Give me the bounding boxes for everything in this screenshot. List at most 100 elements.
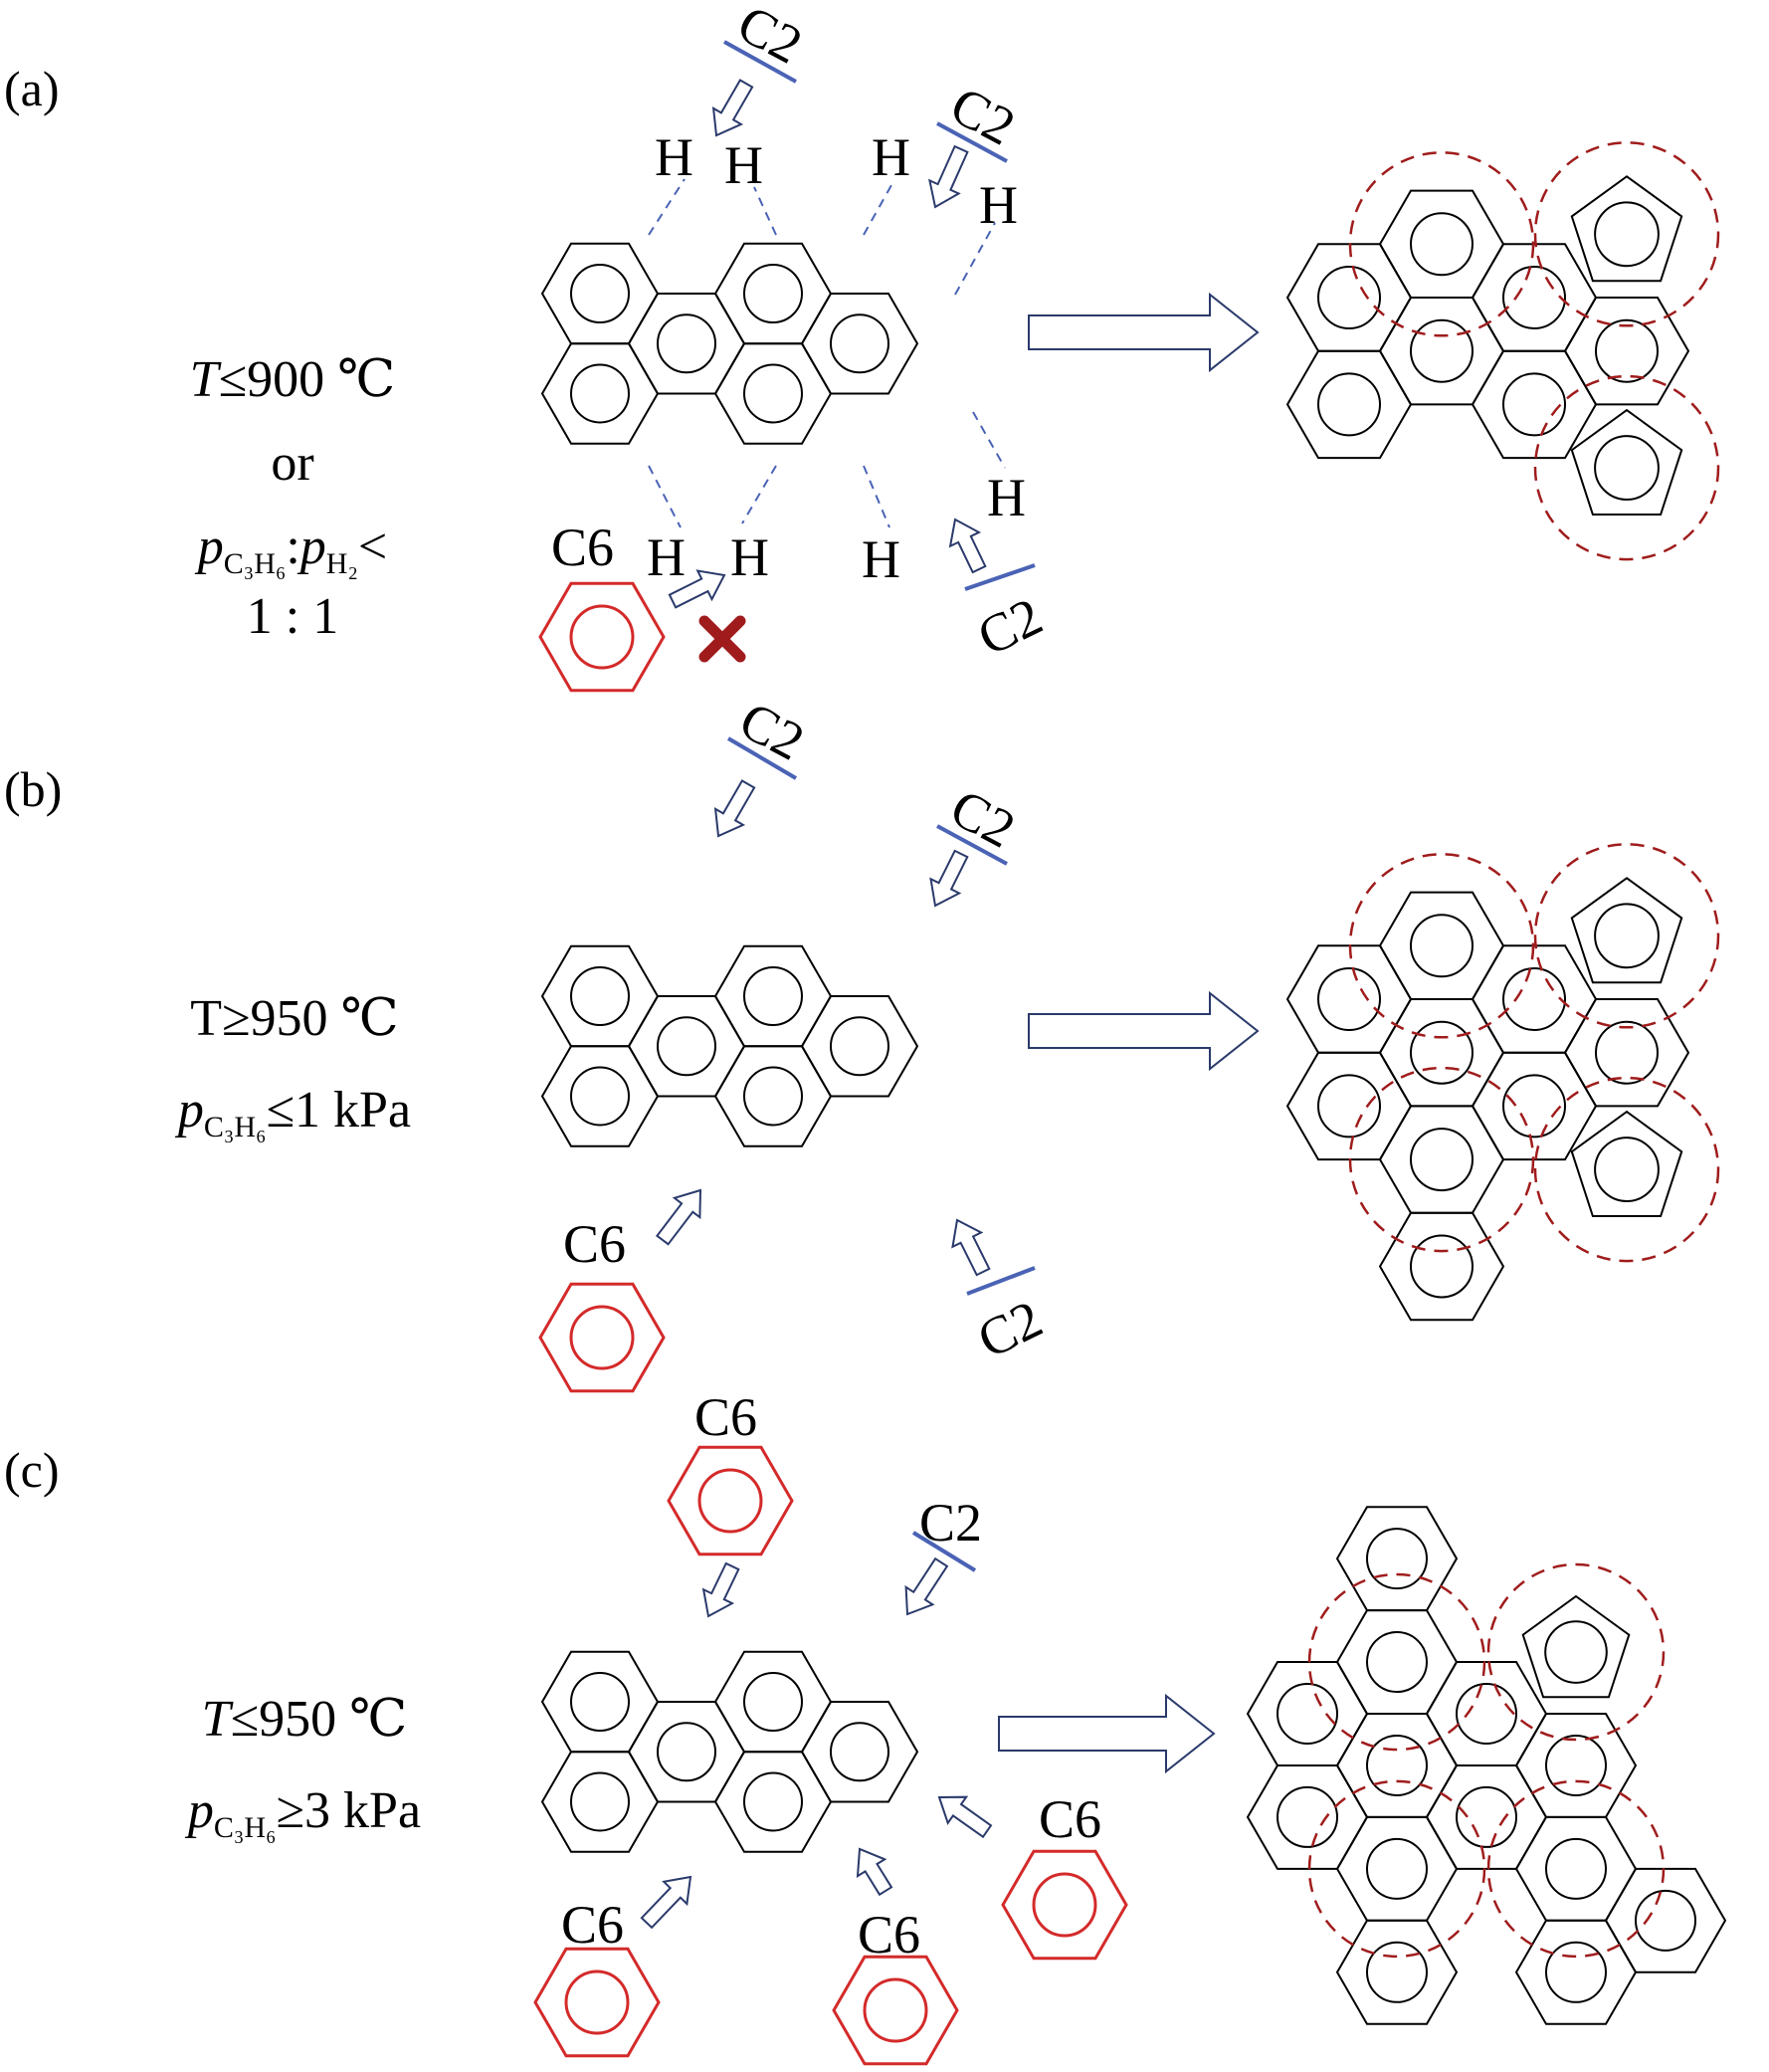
panel-b-condition-temperature: T≥950 ℃ <box>190 990 398 1047</box>
ring-circle <box>1545 1734 1607 1796</box>
ring-circle <box>1595 318 1659 383</box>
panel-b-product <box>1285 843 1720 1322</box>
aromatic-ring <box>1378 1211 1505 1322</box>
aromatic-ring <box>800 995 919 1098</box>
hydrogen-label: H <box>987 468 1026 527</box>
attack-arrow <box>701 1561 740 1618</box>
panel-a-product <box>1285 141 1720 561</box>
aromatic-ring <box>627 1701 746 1803</box>
c6-label: C6 <box>1039 1789 1101 1849</box>
ring-circle <box>1032 1872 1097 1938</box>
pentagon-ring <box>1570 877 1683 984</box>
ring-circle <box>1456 1785 1517 1848</box>
panel-c-attack-arrows <box>640 1556 993 1930</box>
aromatic-ring <box>832 1955 959 2066</box>
aromatic-ring <box>1378 1105 1505 1214</box>
aromatic-ring <box>1425 1661 1548 1766</box>
aromatic-ring <box>1378 998 1505 1108</box>
ring-circle <box>697 1468 763 1534</box>
ring-circle <box>1410 212 1474 277</box>
panel-a-ch-bonds <box>648 178 1006 528</box>
ring-circle <box>1502 372 1566 437</box>
aromatic-ring <box>1563 297 1690 406</box>
ring-circle <box>1277 1683 1338 1745</box>
hydrogen-label: H <box>730 527 769 587</box>
panel-b: (b) T≥950 ℃ pC₃H₆≤1 kPa C2 C2 C2 C6 <box>4 690 1720 1393</box>
aromatic-ring <box>540 342 660 445</box>
new-ring-highlight <box>1348 853 1535 1039</box>
ring-circle <box>1544 1620 1608 1684</box>
c2-unit: C2 <box>726 690 814 780</box>
aromatic-ring <box>538 1282 666 1393</box>
panel-a-condition-temperature: T≤900 ℃ <box>190 351 396 408</box>
aromatic-ring <box>1471 243 1598 352</box>
aromatic-ring <box>1471 349 1598 460</box>
panel-a-attack-arrows <box>668 79 987 609</box>
ring-circle <box>743 966 803 1026</box>
ring-circle <box>1317 967 1381 1031</box>
aromatic-ring <box>1285 1051 1413 1161</box>
reaction-arrow <box>1028 292 1260 373</box>
aromatic-ring <box>800 293 919 395</box>
new-ring-highlight <box>1348 151 1535 337</box>
ring-circle <box>1545 1837 1607 1900</box>
svg-text:C2: C2 <box>730 690 814 772</box>
new-ring-highlight <box>1307 1572 1486 1752</box>
c2-unit: C2 <box>723 0 812 84</box>
svg-text:C2: C2 <box>968 1289 1051 1370</box>
ring-circle <box>1410 1020 1474 1085</box>
aromatic-ring <box>1001 1849 1128 1961</box>
aromatic-ring <box>1246 1764 1369 1870</box>
ring-circle <box>570 1066 630 1127</box>
aromatic-ring <box>540 242 660 345</box>
c2-unit: C2 <box>911 1493 982 1572</box>
panel-b-label: (b) <box>4 761 62 817</box>
panel-c-aromatic-core <box>540 1650 919 1853</box>
new-ring-highlight <box>1533 374 1720 561</box>
hydrogen-label: H <box>647 527 686 587</box>
ring-circle <box>743 1771 803 1832</box>
ring-circle <box>1502 1074 1566 1139</box>
pentagon-ring <box>1570 1110 1683 1217</box>
ring-circle <box>1366 1837 1428 1900</box>
attack-arrow <box>904 1556 949 1616</box>
aromatic-ring <box>1425 1764 1548 1870</box>
aromatic-ring <box>1335 1919 1459 2025</box>
ring-circle <box>570 966 630 1026</box>
attack-arrow <box>998 1693 1216 1774</box>
new-ring-highlight <box>1533 141 1720 327</box>
svg-text:C2: C2 <box>728 0 812 76</box>
ring-circle <box>743 264 803 323</box>
aromatic-ring <box>713 1751 833 1853</box>
new-ring-highlight <box>1348 1066 1535 1253</box>
panel-a-hydrogen-labels: H H H H H H H H <box>647 127 1026 589</box>
attack-arrow <box>951 1218 991 1277</box>
aromatic-ring <box>1285 944 1413 1054</box>
new-ring-highlight <box>1533 843 1720 1029</box>
aromatic-ring <box>538 581 666 693</box>
ring-circle <box>657 1722 716 1782</box>
attack-arrow <box>929 849 969 908</box>
c6-benzene-icon <box>538 581 666 693</box>
aromatic-ring <box>1604 1867 1727 1973</box>
hydrogen-label: H <box>872 127 910 187</box>
ring-circle <box>1317 1074 1381 1139</box>
ring-circle <box>1410 318 1474 383</box>
panel-c-condition-temperature: T≤950 ℃ <box>202 1691 408 1748</box>
new-ring-highlight <box>1486 1562 1666 1742</box>
attack-arrow <box>928 144 969 209</box>
aromatic-ring <box>533 1947 661 2058</box>
attack-arrow <box>1028 292 1260 373</box>
ring-circle <box>830 1722 889 1782</box>
hydrogen-label: H <box>862 529 900 589</box>
panel-a-condition-value: 1 : 1 <box>247 588 338 645</box>
aromatic-ring <box>1335 1609 1459 1715</box>
aromatic-ring <box>1335 1815 1459 1922</box>
aromatic-ring <box>540 944 660 1048</box>
ring-circle <box>657 1016 716 1077</box>
aromatic-ring <box>713 342 833 445</box>
aromatic-ring <box>1285 243 1413 352</box>
aromatic-ring <box>1335 1713 1459 1818</box>
c6-label: C6 <box>694 1387 757 1447</box>
aromatic-ring <box>1246 1661 1369 1766</box>
